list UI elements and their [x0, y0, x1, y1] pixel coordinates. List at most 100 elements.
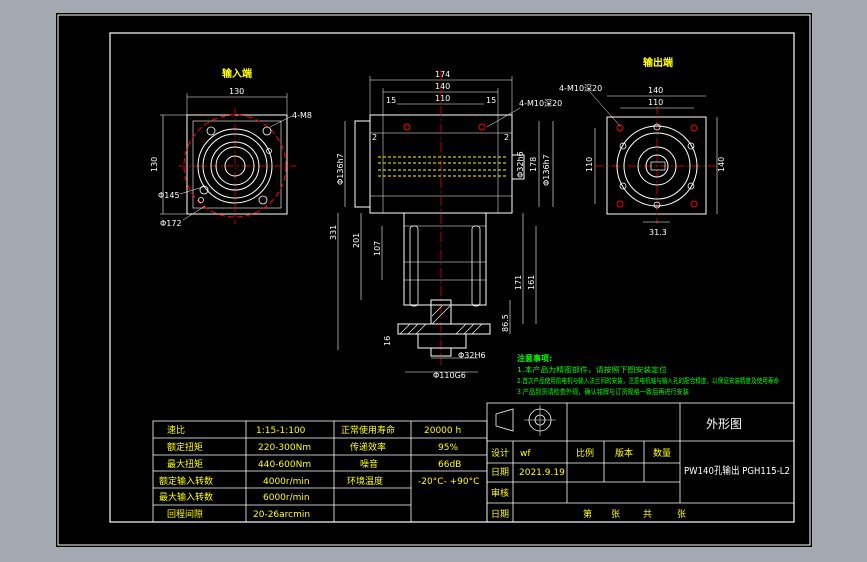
front-dim-171: 171: [514, 275, 523, 290]
hidden-shaft-lines: [378, 156, 508, 177]
notes-title: 注意事项:: [517, 353, 552, 363]
output-view: 输出端 4-M10深20 140 110 110 140 31.3: [559, 56, 726, 237]
output-bore: [645, 154, 669, 178]
input-ring-2: [202, 133, 268, 199]
front-dim-140: 140: [435, 82, 450, 91]
output-ring-3: [637, 146, 677, 186]
version-label: 版本: [615, 447, 633, 459]
input-dim-bolt: 4-M8: [292, 111, 312, 120]
output-dim-left: 110: [585, 157, 594, 172]
output-bolt-holes: [616, 124, 698, 208]
projection-symbol-cone: [495, 408, 514, 432]
front-dim-d-shaft: Φ32H6: [458, 351, 486, 360]
right-boss: [511, 154, 525, 180]
spec-v1-4: 6000r/min: [263, 493, 310, 503]
spec-v1-1: 220-300Nm: [258, 443, 311, 453]
front-hole-right: [478, 123, 486, 131]
input-dim-d2: Φ172: [160, 219, 182, 228]
output-view-title: 输出端: [643, 56, 673, 69]
output-flange-outline: [606, 116, 707, 215]
front-view: 174 140 110 15 15 4-M10深20: [329, 70, 562, 380]
output-dim-right: 140: [717, 157, 726, 172]
output-bore: [430, 347, 452, 357]
input-view: 输入端 130 130 4-M8 Φ145 Φ172: [150, 67, 312, 228]
qty-label: 数量: [653, 447, 671, 459]
front-dim-110: 110: [435, 94, 450, 103]
output-dim-holes: 4-M10深20: [559, 84, 602, 93]
title-block: [486, 402, 795, 523]
date2-label: 日期: [491, 509, 509, 520]
sheet-prefix: 第: [583, 508, 592, 520]
date-value: 2021.9.19: [519, 468, 565, 478]
model-name: PW140孔输出 PGH115-L2: [684, 464, 790, 477]
front-dim-2-left: 2: [372, 133, 377, 142]
input-bore: [224, 155, 246, 177]
sheet-suffix: 张: [677, 509, 686, 520]
drawing-name: 外形图: [706, 417, 742, 431]
front-dim-15-right: 15: [486, 96, 496, 105]
notes-line-1: 1.本产品为精密部件，请按照下图安装定位: [517, 365, 667, 374]
output-ring-2: [623, 132, 691, 200]
spec-v1-2: 440-600Nm: [258, 460, 311, 470]
notes-line-2: 2.首次产品使用前电机与输入法兰间的安装，注意电机轴与输入孔的配合精度，以保证安…: [517, 376, 779, 385]
spec-k1-3: 额定输入转数: [159, 475, 213, 487]
spec-k1-0: 速比: [167, 424, 185, 436]
spec-v1-0: 1:15-1:100: [256, 426, 306, 436]
front-dim-107: 107: [373, 241, 382, 256]
spec-v2-3: -20°C- +90°C: [418, 477, 479, 487]
output-small-holes: [619, 123, 695, 209]
notes-line-3: 3.产品到货请检查外观，确认铭牌与订货规格一致后再进行安装: [517, 387, 689, 396]
output-keyway: [650, 161, 666, 171]
front-hole-left: [403, 123, 411, 131]
spec-k1-4: 最大输入转数: [159, 491, 213, 503]
output-ring-1: [616, 125, 698, 207]
spec-k2-3: 环境温度: [347, 475, 383, 487]
spec-v1-5: 20-26arcmin: [253, 510, 310, 520]
front-dim-331: 331: [329, 225, 338, 240]
front-dim-2-right: 2: [504, 133, 509, 142]
input-ring-1: [197, 128, 273, 204]
review-label: 审核: [491, 487, 509, 499]
output-dim-key: 31.3: [649, 228, 667, 237]
spec-table-text: 速比 1:15-1:100 正常使用寿命 20000 h 额定扭矩 220-30…: [159, 424, 479, 520]
sheet-mid: 张: [611, 509, 620, 520]
front-dim-16: 16: [383, 336, 392, 346]
front-dim-d-left: Φ136h7: [336, 153, 345, 185]
spec-v2-2: 66dB: [438, 460, 461, 470]
spec-k1-2: 最大扭矩: [167, 458, 203, 470]
left-boss: [354, 120, 371, 208]
date-label: 日期: [491, 467, 509, 478]
input-ring-3: [210, 141, 260, 191]
spec-k2-0: 正常使用寿命: [341, 424, 395, 436]
spec-v1-3: 4000r/min: [263, 477, 310, 487]
spec-k2-2: 噪音: [360, 458, 378, 470]
tie-rods: [409, 225, 481, 307]
output-dim-110: 110: [648, 98, 663, 107]
sheet-total: 共: [643, 509, 652, 520]
front-dim-201: 201: [352, 233, 361, 248]
front-dim-86: 86.5: [501, 314, 510, 332]
lower-housing: [403, 212, 487, 306]
designer-name: wf: [520, 449, 531, 459]
spec-k1-1: 额定扭矩: [167, 441, 203, 453]
front-dim-174: 174: [435, 70, 450, 79]
front-dim-d-inner: Φ32h6: [516, 151, 525, 178]
output-dim-140: 140: [648, 86, 663, 95]
spec-k1-5: 回程间隙: [167, 508, 203, 520]
input-dim-d1: Φ145: [158, 191, 180, 200]
title-block-text: 外形图 设计 wf 比例 版本 数量 日期 2021.9.19 PW140孔输出…: [491, 417, 790, 520]
scale-label: 比例: [576, 447, 594, 459]
flange-hatch: [399, 305, 483, 335]
front-dim-161: 161: [527, 275, 536, 290]
design-label: 设计: [491, 447, 509, 459]
front-dim-holes: 4-M10深20: [519, 99, 562, 108]
front-dim-d-base: Φ110G6: [433, 371, 466, 380]
front-dim-d-right: Φ136h7: [542, 154, 551, 186]
input-flange-inner: [192, 120, 282, 209]
input-view-title: 输入端: [222, 67, 252, 80]
front-dim-15-left: 15: [386, 96, 396, 105]
front-dim-178: 178: [529, 157, 538, 172]
input-bolt-holes: [198, 126, 272, 205]
outer-frame: [57, 14, 811, 546]
